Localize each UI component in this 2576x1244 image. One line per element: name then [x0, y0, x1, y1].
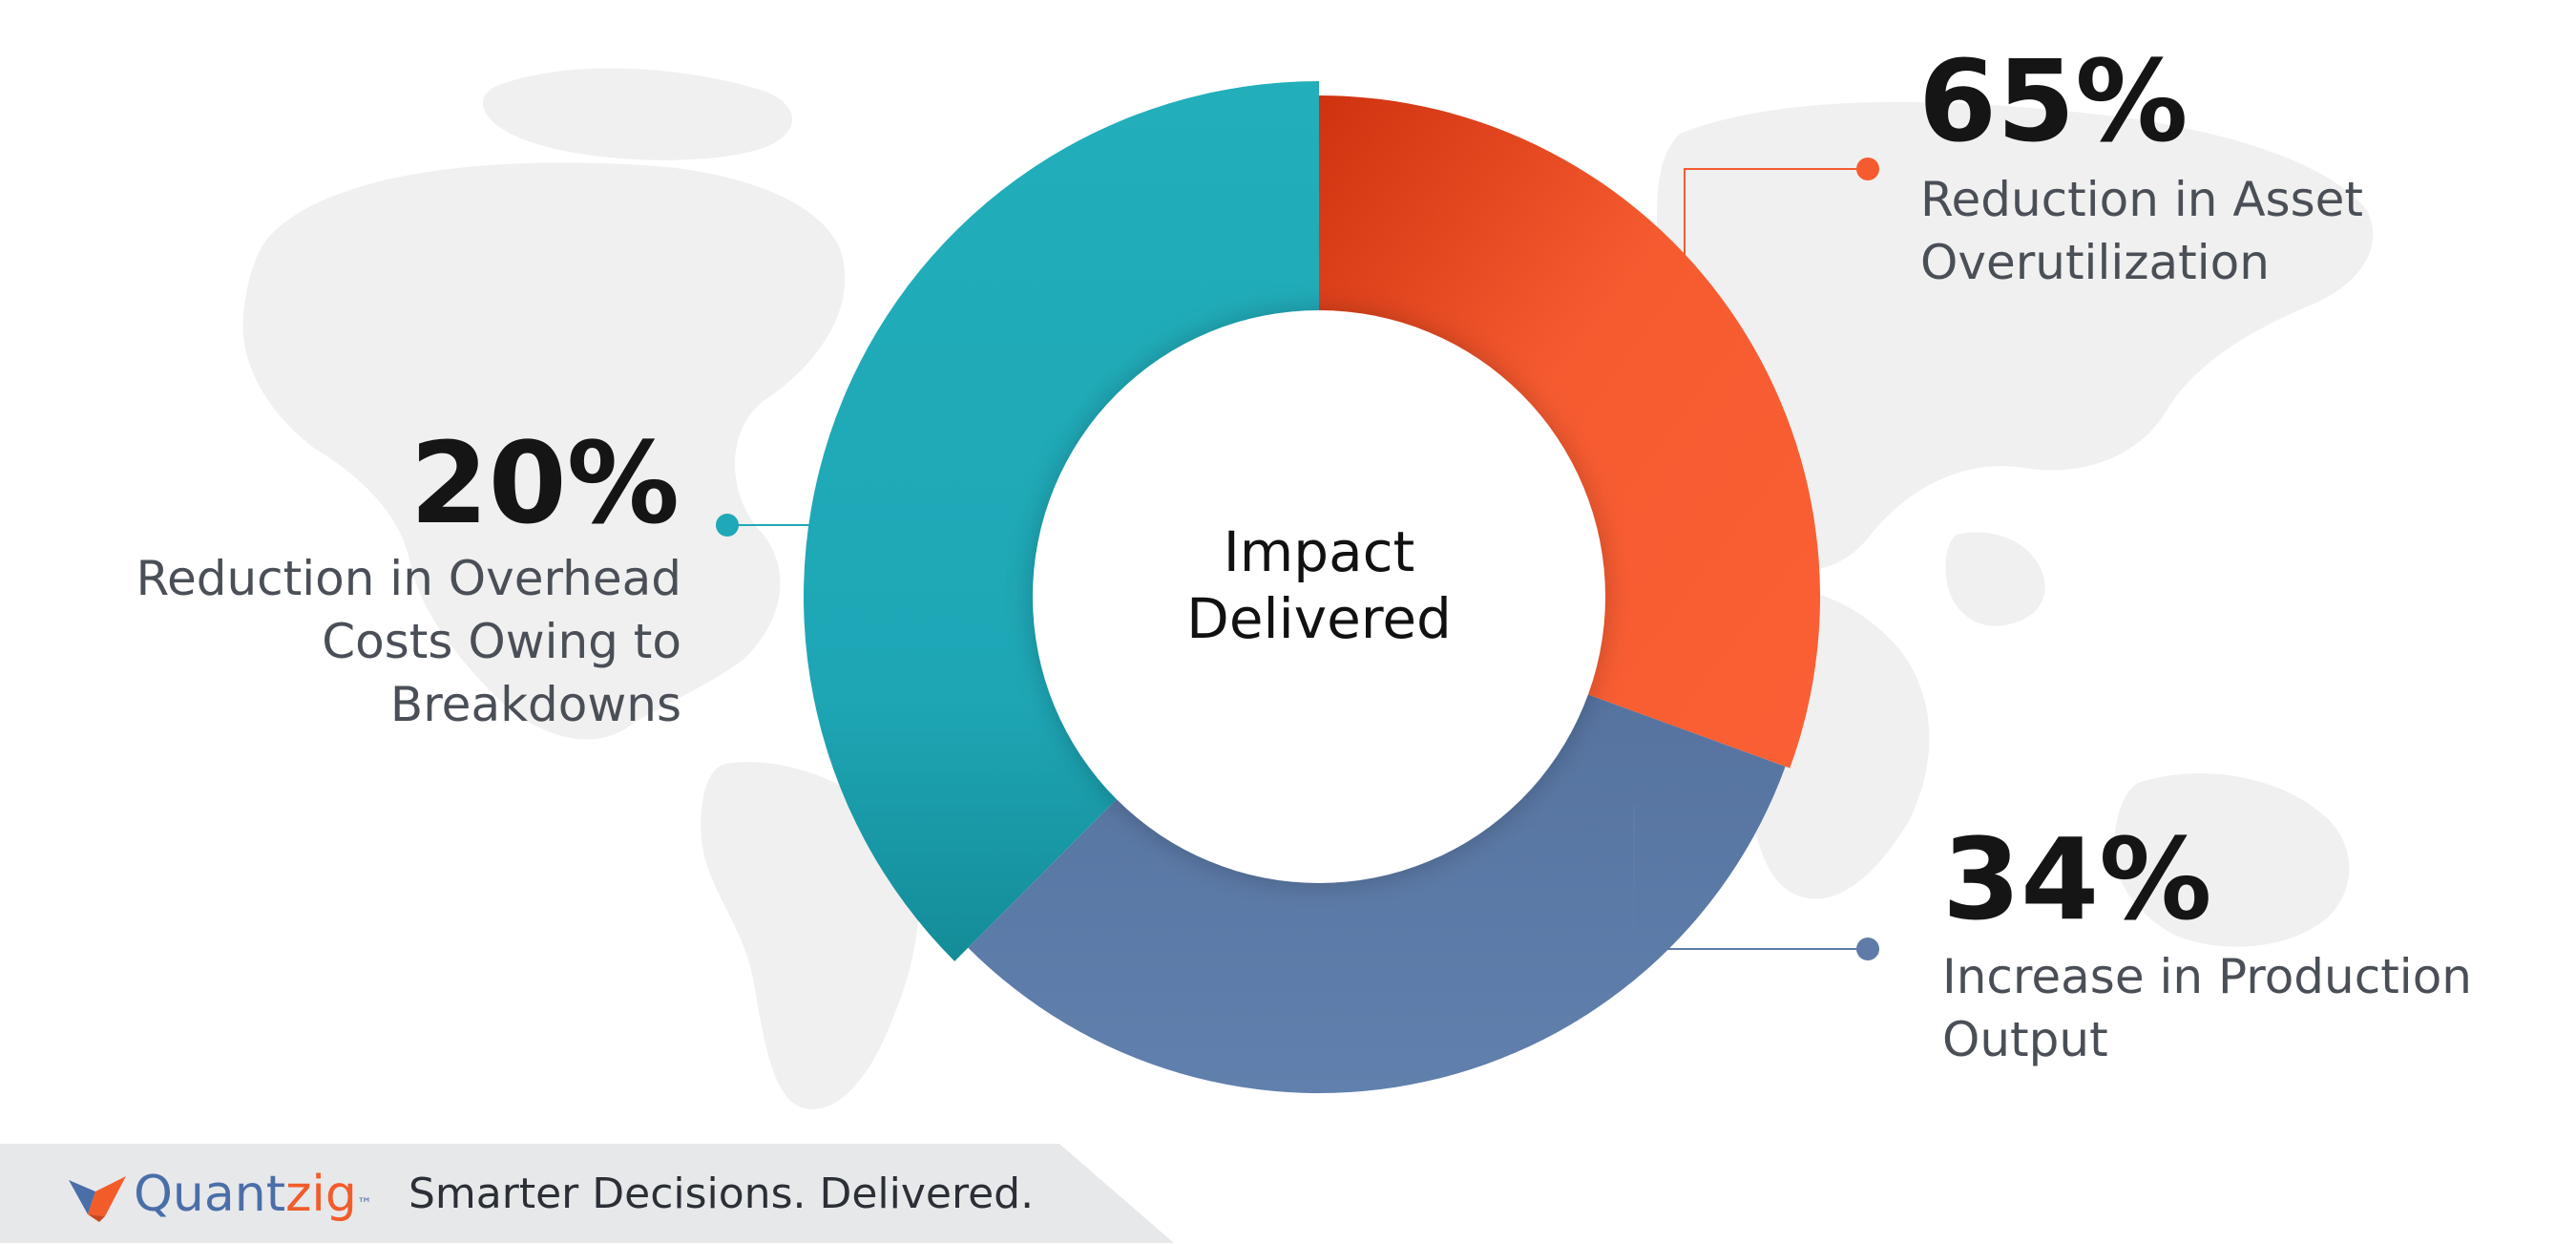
donut-segment-production-output — [968, 693, 1786, 1093]
callout-overhead-costs: 20% Reduction in Overhead Costs Owing to… — [136, 417, 823, 732]
footer-brand-bar: Quantzig™ Smarter Decisions. Delivered. — [0, 1144, 1174, 1243]
stat-desc-34-line-2: Output — [1942, 1012, 2108, 1067]
brand-name: Quantzig™ — [134, 1161, 372, 1228]
stat-value-34: 34% — [1942, 813, 2211, 945]
stat-value-20: 20% — [410, 417, 680, 549]
leader-line-34 — [1633, 807, 1866, 950]
donut-segment-asset-overutilization — [1319, 95, 1820, 769]
leader-dot-65 — [1856, 158, 1879, 180]
stat-desc-34-line-1: Increase in Production — [1942, 949, 2472, 1004]
callout-asset-overutilization: 65% Reduction in Asset Overutilization — [1684, 35, 2363, 290]
leader-line-65 — [1684, 168, 1866, 277]
stat-desc-65-line-2: Overutilization — [1920, 235, 2270, 290]
trademark-mark: ™ — [356, 1194, 372, 1212]
callout-production-output: 34% Increase in Production Output — [1633, 807, 2472, 1067]
stat-desc-65-line-1: Reduction in Asset — [1920, 172, 2363, 227]
donut-segment-overhead-costs — [804, 81, 1319, 961]
leader-dot-34 — [1856, 938, 1879, 960]
leader-dot-20 — [716, 514, 739, 537]
center-title-line-2: Delivered — [1186, 586, 1452, 651]
donut-center-hole — [1033, 310, 1605, 883]
brand-tagline: Smarter Decisions. Delivered. — [408, 1170, 1035, 1218]
stat-desc-20-line-2: Costs Owing to — [322, 614, 681, 669]
stat-desc-20-line-1: Reduction in Overhead — [136, 551, 681, 606]
stat-desc-20-line-3: Breakdowns — [390, 677, 681, 732]
donut-chart: Impact Delivered — [804, 81, 1820, 1093]
quantzig-logo-icon — [69, 1176, 126, 1222]
brand-name-main: Quant — [134, 1166, 286, 1223]
brand-name-accent: zig — [285, 1166, 357, 1223]
center-title-line-1: Impact — [1224, 519, 1415, 584]
stat-value-65: 65% — [1918, 35, 2188, 167]
